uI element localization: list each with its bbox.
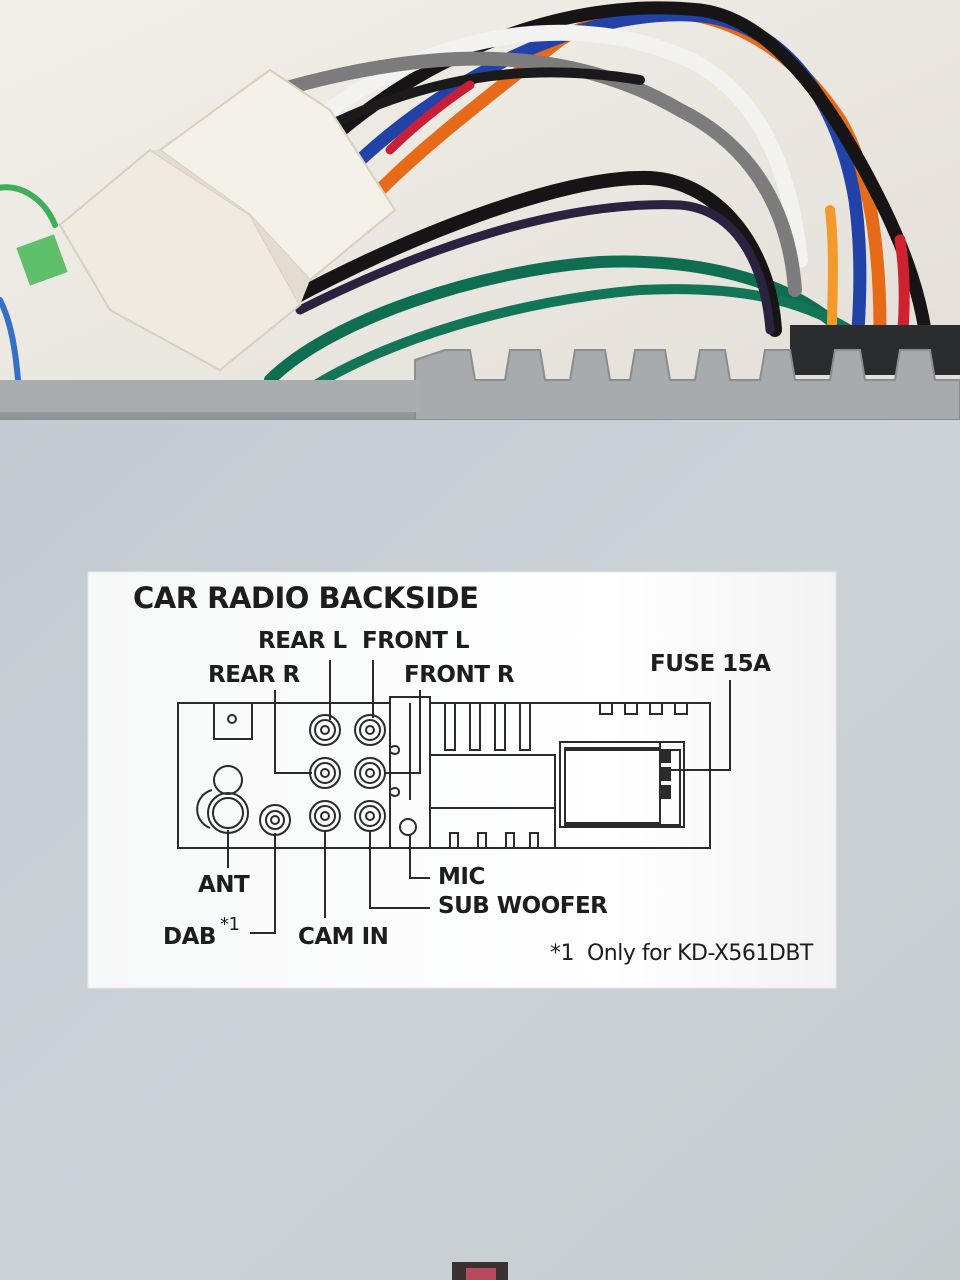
fin-lines (444, 703, 539, 848)
label-dab-note-mark: *1 (220, 914, 240, 935)
sticker-background (87, 571, 837, 989)
label-rear-r: REAR R (208, 662, 300, 688)
label-cam-in: CAM IN (298, 924, 389, 950)
wire-green-left (0, 184, 58, 228)
wire-black-2 (315, 67, 645, 135)
wire-red-2 (385, 80, 475, 155)
wire-purple (295, 200, 775, 335)
fuse-slot (661, 749, 671, 763)
wire-harness (0, 1, 932, 400)
green-tag (16, 234, 68, 286)
sticker-title: CAR RADIO BACKSIDE (133, 581, 479, 615)
ant-square (213, 702, 253, 740)
label-rear-l: REAR L (258, 628, 347, 654)
wire-gray (273, 51, 802, 297)
label-mic: MIC (438, 864, 485, 890)
label-front-r: FRONT R (404, 662, 515, 688)
heatsink (0, 349, 960, 421)
rca-jacks (309, 714, 386, 832)
harness-connector (16, 68, 397, 372)
label-sub-woofer: SUB WOOFER (438, 893, 608, 919)
wire-green-2 (295, 284, 855, 400)
terminal-block (790, 325, 960, 375)
backside-diagram (177, 696, 711, 849)
wire-orange-2 (825, 205, 838, 335)
iso-connector (559, 741, 685, 828)
label-ant: ANT (198, 872, 250, 898)
wire-red (894, 234, 910, 336)
wire-blue-left (0, 297, 21, 383)
leader-lines (227, 660, 731, 934)
wire-black-low (283, 170, 782, 337)
label-front-l: FRONT L (362, 628, 470, 654)
mic-jack (399, 818, 417, 836)
footnote: *1 Only for KD-X561DBT (550, 941, 813, 966)
label-dab: DAB (163, 924, 216, 950)
label-fuse: FUSE 15A (650, 651, 771, 677)
